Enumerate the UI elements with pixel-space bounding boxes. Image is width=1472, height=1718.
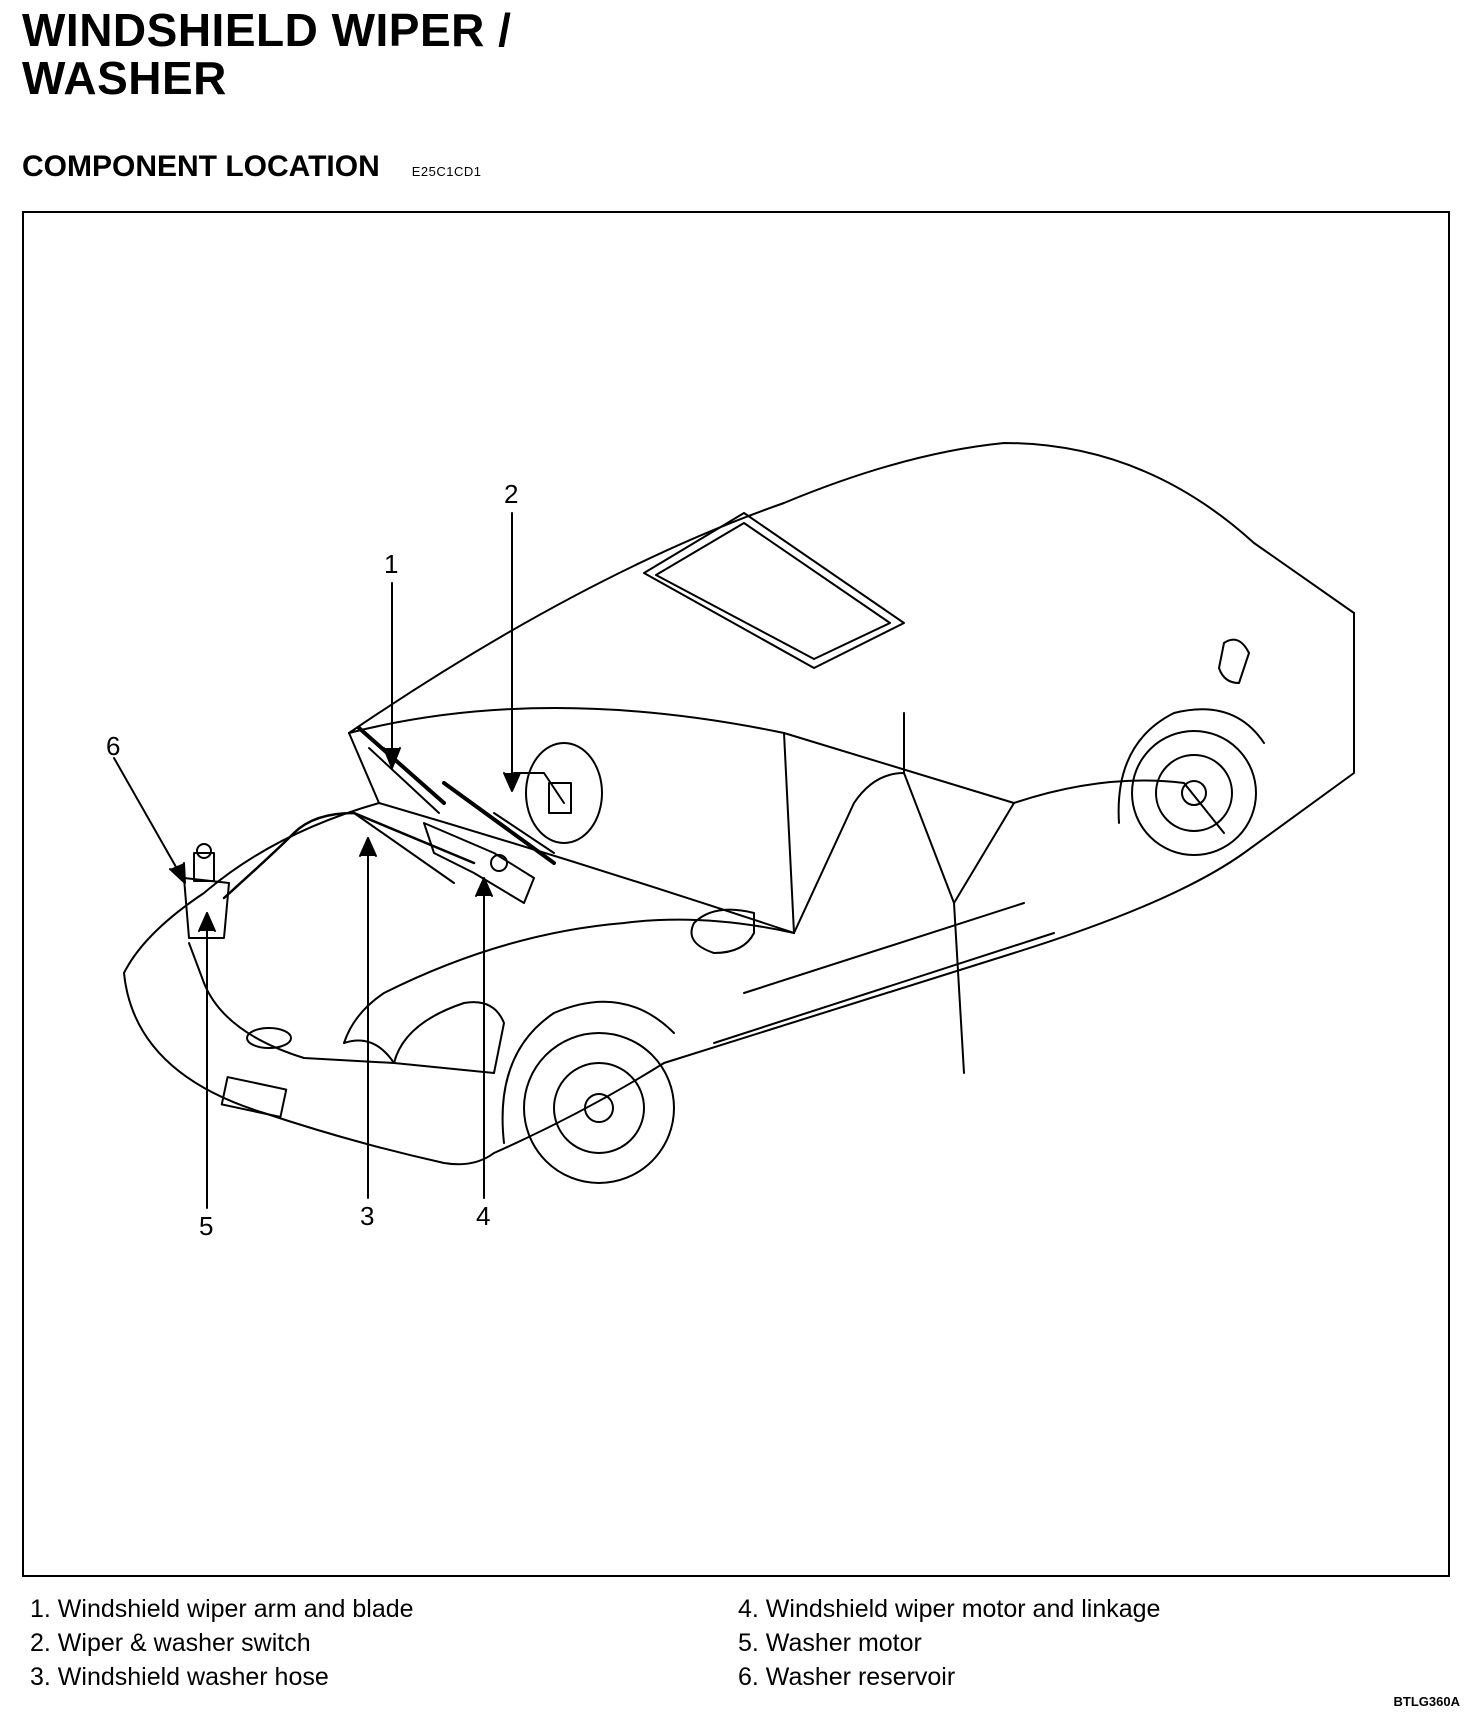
title-line-1: WINDSHIELD WIPER /: [22, 4, 512, 56]
callout-6: 6: [106, 731, 120, 761]
callout-1: 1: [384, 549, 398, 579]
figure-code: BTLG360A: [1393, 1694, 1460, 1709]
car-diagram: 1 2 3 4 5 6: [106, 442, 1355, 1241]
legend-item: 2. Wiper & washer switch: [30, 1629, 311, 1657]
legend-right: 4. Windshield wiper motor and linkage 5.…: [738, 1592, 1160, 1694]
diagram-frame: 1 2 3 4 5 6: [22, 211, 1450, 1577]
section-heading-text: COMPONENT LOCATION: [22, 150, 380, 183]
legend-item: 5. Washer motor: [738, 1629, 922, 1657]
legend-left: 1. Windshield wiper arm and blade 2. Wip…: [30, 1592, 414, 1694]
title-line-2: WASHER: [22, 52, 227, 104]
legend-item: 3. Windshield washer hose: [30, 1663, 329, 1691]
legend-item: 1. Windshield wiper arm and blade: [30, 1595, 414, 1623]
section-heading: COMPONENT LOCATION E25C1CD1: [22, 150, 482, 184]
callout-4: 4: [476, 1201, 490, 1231]
callout-2: 2: [504, 479, 518, 509]
car-body: [123, 442, 1355, 1184]
leader-lines: [113, 512, 521, 1209]
callout-3: 3: [360, 1201, 374, 1231]
legend-item: 6. Washer reservoir: [738, 1663, 956, 1691]
legend-item: 4. Windshield wiper motor and linkage: [738, 1595, 1161, 1623]
page-title: WINDSHIELD WIPER / WASHER: [22, 6, 511, 102]
callout-labels: 1 2 3 4 5 6: [106, 479, 518, 1241]
callout-5: 5: [199, 1211, 213, 1241]
wiper-components: [183, 726, 603, 939]
section-code: E25C1CD1: [411, 164, 482, 179]
